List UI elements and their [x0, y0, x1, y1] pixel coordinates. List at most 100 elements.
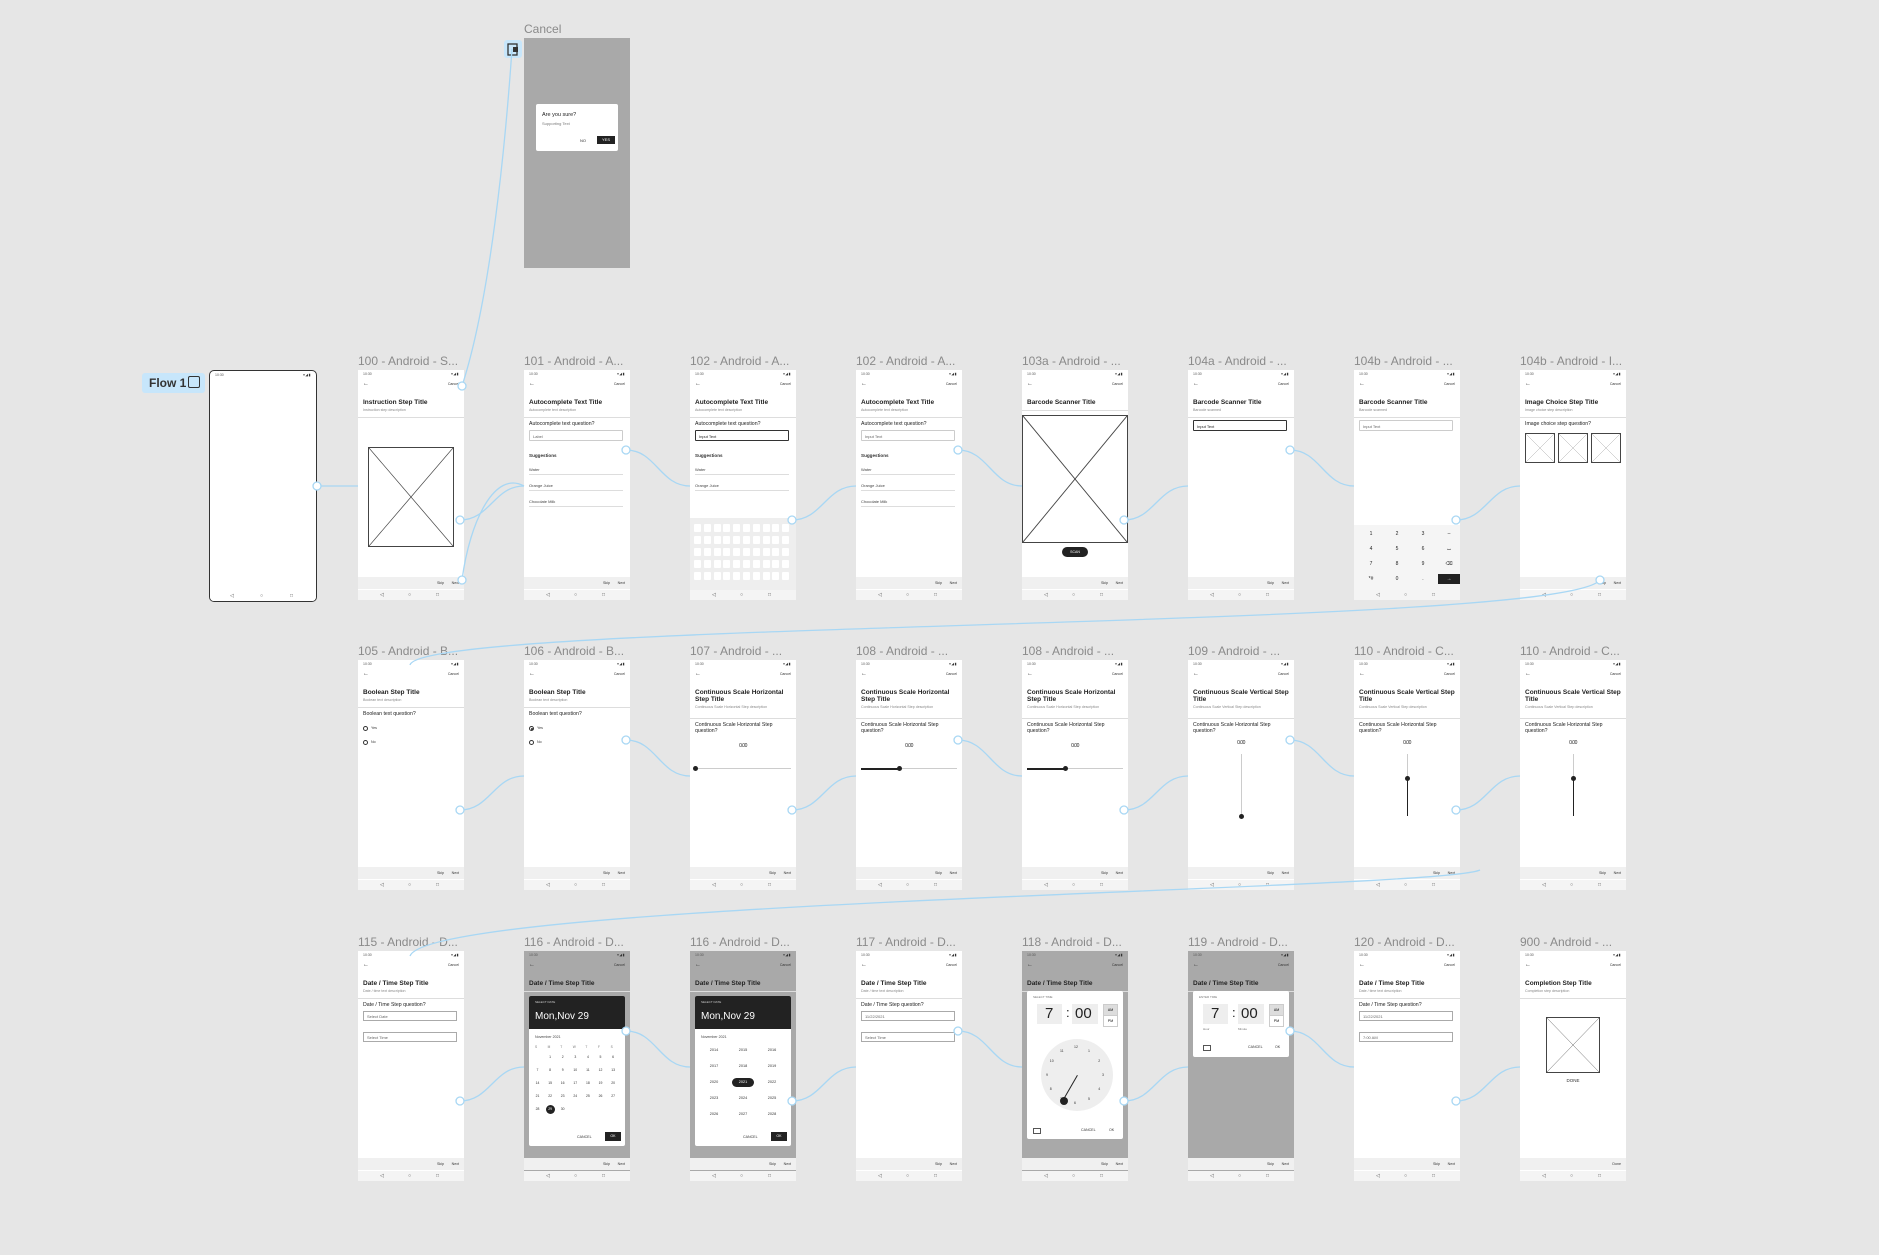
keyboard-key[interactable] [782, 548, 790, 556]
calendar-day[interactable] [583, 1105, 592, 1114]
cancel-button[interactable]: Cancel [1111, 672, 1123, 676]
keyboard-key[interactable] [782, 560, 790, 568]
next-button[interactable]: Next [1447, 1162, 1455, 1166]
done-button[interactable]: Done [1612, 1162, 1621, 1166]
skip-button[interactable]: Skip [1267, 1162, 1274, 1166]
nav-back-icon[interactable]: ◁ [712, 592, 716, 598]
cancel-button[interactable]: Cancel [779, 382, 791, 386]
minute-box[interactable] [1072, 1004, 1098, 1024]
nav-home-icon[interactable]: ○ [1404, 1173, 1408, 1179]
calendar-day[interactable]: 16 [560, 1081, 565, 1085]
back-arrow-icon[interactable]: ← [363, 962, 369, 968]
nav-home-icon[interactable]: ○ [1570, 1173, 1574, 1179]
next-button[interactable]: Next [1281, 1162, 1289, 1166]
nav-back-icon[interactable]: ◁ [712, 1173, 716, 1179]
keyboard-key[interactable] [782, 524, 790, 532]
calendar-day[interactable] [609, 1105, 618, 1114]
nav-recent-icon[interactable]: □ [1100, 592, 1104, 598]
yes-radio[interactable] [529, 726, 534, 731]
nav-home-icon[interactable]: ○ [1570, 882, 1574, 888]
cancel-button[interactable]: Cancel [1277, 963, 1289, 967]
calendar-day[interactable]: 5 [599, 1055, 602, 1059]
soft-keyboard[interactable] [690, 518, 796, 590]
nav-recent-icon[interactable]: □ [768, 1173, 772, 1179]
nav-home-icon[interactable]: ○ [408, 1173, 412, 1179]
skip-button[interactable]: Skip [769, 1162, 776, 1166]
keyboard-key[interactable] [743, 536, 750, 544]
next-button[interactable]: Next [451, 581, 459, 585]
next-button[interactable]: Next [617, 581, 625, 585]
picker-ok-button[interactable]: OK [771, 1132, 787, 1141]
keyboard-key[interactable] [703, 536, 711, 544]
back-arrow-icon[interactable]: ← [861, 671, 867, 677]
nav-home-icon[interactable]: ○ [574, 882, 578, 888]
calendar-day[interactable]: 19 [598, 1081, 603, 1085]
keyboard-key[interactable] [782, 572, 790, 580]
year-option[interactable]: 2015 [738, 1048, 748, 1052]
next-button[interactable]: Next [617, 1162, 625, 1166]
keyboard-key[interactable] [694, 560, 701, 568]
keyboard-key[interactable] [733, 524, 741, 532]
suggestion-item[interactable]: Water [861, 467, 955, 475]
keyboard-key[interactable] [762, 536, 770, 544]
pm-toggle[interactable]: PM [1103, 1015, 1118, 1027]
next-button[interactable]: Next [617, 871, 625, 875]
calendar-day[interactable]: 20 [611, 1081, 615, 1085]
keyboard-key[interactable] [743, 572, 750, 580]
year-option[interactable]: 2022 [767, 1080, 777, 1084]
keypad-key[interactable]: 7 [1369, 561, 1373, 567]
cancel-button[interactable]: Cancel [1443, 672, 1455, 676]
cancel-button[interactable]: Cancel [1443, 963, 1455, 967]
calendar-day[interactable]: 22 [548, 1094, 552, 1098]
skip-button[interactable]: Skip [603, 871, 610, 875]
cancel-button[interactable]: Cancel [1111, 382, 1123, 386]
calendar-day[interactable] [533, 1053, 542, 1062]
calendar-day[interactable]: 13 [611, 1068, 615, 1072]
back-arrow-icon[interactable]: ← [1027, 671, 1033, 677]
keypad-key[interactable]: → [1438, 574, 1460, 584]
keyboard-key[interactable] [762, 560, 770, 568]
nav-recent-icon[interactable]: □ [768, 592, 772, 598]
nav-home-icon[interactable]: ○ [740, 1173, 744, 1179]
skip-button[interactable]: Skip [1267, 871, 1274, 875]
cancel-button[interactable]: Cancel [945, 963, 957, 967]
year-option[interactable]: 2019 [767, 1064, 777, 1068]
keyboard-key[interactable] [723, 548, 731, 556]
nav-recent-icon[interactable]: □ [1266, 592, 1270, 598]
nav-back-icon[interactable]: ◁ [380, 882, 384, 888]
keyboard-key[interactable] [733, 572, 741, 580]
cancel-button[interactable]: Cancel [1443, 382, 1455, 386]
time-field[interactable]: Select Time [363, 1032, 457, 1042]
clock-number[interactable]: 5 [1088, 1097, 1090, 1102]
keyboard-key[interactable] [694, 572, 701, 580]
picker-ok-button[interactable]: OK [1109, 1128, 1115, 1132]
calendar-day[interactable]: 12 [598, 1068, 603, 1072]
keypad-key[interactable]: 3 [1421, 531, 1425, 537]
nav-back-icon[interactable]: ◁ [380, 592, 384, 598]
keyboard-key[interactable] [762, 524, 770, 532]
keyboard-key[interactable] [743, 548, 750, 556]
slider-thumb[interactable] [1405, 776, 1410, 782]
next-button[interactable]: Next [783, 1162, 791, 1166]
next-button[interactable]: Next [1447, 871, 1455, 875]
keyboard-key[interactable] [743, 524, 750, 532]
slider-track[interactable] [861, 768, 957, 769]
keyboard-key[interactable] [723, 524, 731, 532]
nav-recent-icon[interactable]: □ [934, 592, 938, 598]
clock-number[interactable]: 9 [1046, 1073, 1048, 1077]
nav-back-icon[interactable]: ◁ [1044, 592, 1048, 598]
calendar-day[interactable]: 1 [549, 1055, 552, 1059]
scan-button[interactable]: SCAN [1062, 547, 1088, 557]
next-button[interactable]: Next [1115, 1162, 1123, 1166]
keyboard-key[interactable] [723, 536, 731, 544]
nav-back-icon[interactable]: ◁ [546, 882, 550, 888]
calendar-day[interactable]: 15 [548, 1081, 552, 1085]
keyboard-key[interactable] [772, 524, 780, 532]
back-arrow-icon[interactable]: ← [1359, 381, 1365, 387]
keyboard-key[interactable] [752, 572, 760, 580]
